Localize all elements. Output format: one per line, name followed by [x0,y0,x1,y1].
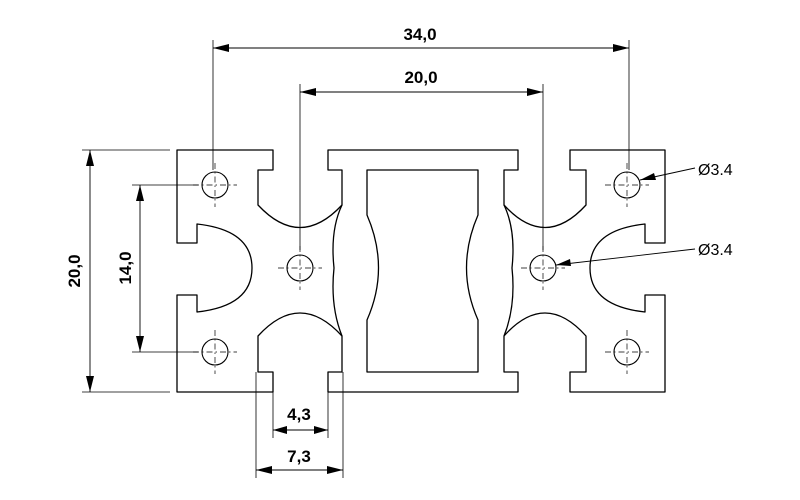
dimension-slot-height: 14,0 [116,184,198,353]
callout-hole-center: Ø3.4 [555,242,733,266]
profile-outline [176,149,666,393]
label-hole-corner: Ø3.4 [698,162,733,179]
label-hole-center: Ø3.4 [698,242,733,259]
callout-hole-corner: Ø3.4 [639,162,733,181]
dimension-slot-pitch: 20,0 [299,68,544,250]
hole-bottom-right [604,329,650,375]
hole-bottom-left [192,329,238,375]
label-slot-opening-outer: 7,3 [287,447,311,466]
label-slot-opening-inner: 4,3 [287,405,311,424]
label-overall-height: 20,0 [65,254,84,287]
label-overall-width: 34,0 [403,25,436,44]
label-slot-pitch: 20,0 [404,68,437,87]
dimension-overall-width: 34,0 [212,25,630,170]
label-slot-height: 14,0 [116,251,135,284]
dimension-slot-opening-inner: 4,3 [272,372,329,438]
hole-top-left [192,162,238,208]
dimension-overall-height: 20,0 [65,149,170,393]
hole-center-right [520,245,566,291]
hole-top-right [604,162,650,208]
hole-center-left [277,245,323,291]
dimension-slot-opening-outer: 7,3 [255,372,344,478]
